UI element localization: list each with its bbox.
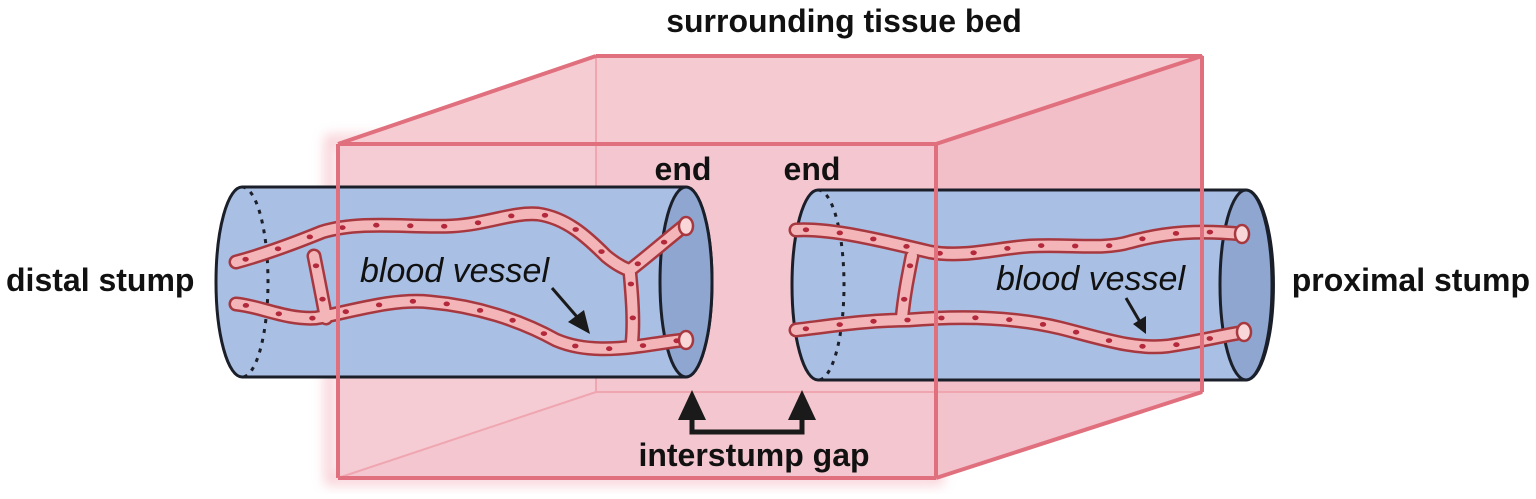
endothelial-cell (275, 311, 282, 317)
endothelial-cell (375, 302, 383, 308)
end-label-right: end (784, 151, 841, 187)
vessel-open-end (677, 215, 695, 237)
tissue-bed-label: surrounding tissue bed (666, 3, 1022, 39)
endothelial-cell (639, 343, 647, 348)
blood-vessel-label-right: blood vessel (996, 260, 1186, 298)
endothelial-cell (1038, 243, 1045, 249)
endothelial-cell (309, 315, 316, 321)
distal-tube-back-rim (241, 185, 270, 379)
endothelial-cell (627, 281, 635, 287)
endothelial-cell (407, 223, 414, 229)
blood-vessel-lumen (897, 251, 917, 323)
blood-vessel-lumen (309, 251, 331, 323)
gap-arrow-up-left-icon (678, 390, 706, 420)
vessel-open-end (1235, 321, 1253, 343)
endothelial-cell (339, 225, 346, 231)
proximal-tube-near-rim (817, 188, 846, 382)
endothelial-cell (903, 244, 910, 249)
interstump-gap-label: interstump gap (638, 437, 869, 473)
end-label-left: end (655, 151, 712, 187)
endothelial-cell (572, 227, 579, 232)
endothelial-cell (306, 234, 313, 240)
tissue-bed-top-face (338, 56, 1202, 144)
endothelial-cell (870, 318, 877, 324)
endothelial-cell (1139, 236, 1146, 242)
endothelial-cell (319, 296, 326, 302)
blood-vessel-lumen (625, 269, 638, 347)
endothelial-cell (572, 343, 579, 349)
endothelial-cell (409, 298, 417, 304)
blood-vessel-label-left: blood vessel (360, 252, 550, 290)
endothelial-cell (1004, 246, 1011, 251)
blood-vessel-lumen (791, 224, 1247, 259)
distal-stump-label: distal stump (6, 262, 194, 298)
endothelial-cell (441, 223, 448, 229)
blood-vessel-network (228, 206, 1253, 357)
pointer-arrow-left-shaft (550, 287, 580, 319)
interstump-gap-arrow (678, 390, 816, 435)
endothelial-cell (802, 227, 810, 233)
endothelial-cell (970, 250, 977, 256)
endothelial-cell (1172, 231, 1180, 236)
endothelial-cell (242, 256, 249, 262)
endothelial-cell (373, 222, 380, 228)
pointer-arrowhead-icon (1133, 316, 1146, 334)
pointer-arrow-right-shaft (1124, 297, 1142, 323)
gap-arrow-up-right-icon (788, 390, 816, 420)
endothelial-cell (508, 213, 515, 219)
endothelial-cell (673, 338, 680, 344)
endothelial-cell (1072, 243, 1079, 249)
endothelial-cell (1072, 329, 1080, 335)
endothelial-cell (274, 246, 282, 252)
endothelial-cell (474, 220, 482, 226)
endothelial-cell (972, 315, 979, 321)
tissue-bed-hidden-edge (337, 391, 597, 479)
gap-bracket-line (689, 418, 805, 435)
tissue-bed-edge (337, 54, 597, 146)
tissue-bed-edge (935, 390, 1203, 480)
endothelial-cell (660, 239, 668, 245)
endothelial-cell (1206, 229, 1214, 235)
vessel-pointer-arrows (550, 287, 1146, 334)
endothelial-cell (634, 261, 641, 267)
endothelial-cell (598, 249, 605, 255)
endothelial-cell (901, 296, 908, 302)
endothelial-cell (802, 326, 810, 332)
endothelial-cell (629, 315, 636, 321)
endothelial-cell (1105, 338, 1113, 343)
endothelial-cell (1006, 317, 1013, 323)
endothelial-cell (509, 317, 516, 323)
endothelial-cell (342, 309, 349, 315)
tissue-bed-front-edges (336, 54, 1204, 480)
endothelial-cell (476, 308, 484, 313)
tissue-bed-edge (935, 54, 1203, 146)
endothelial-cell (540, 331, 548, 336)
endothelial-cell (606, 346, 613, 352)
endothelial-cell (836, 230, 843, 236)
endothelial-cell (1106, 243, 1113, 249)
endothelial-cell (312, 263, 320, 269)
endothelial-cell (938, 315, 945, 321)
endothelial-cell (836, 322, 843, 327)
endothelial-cell (1206, 336, 1214, 341)
proximal-tube-end-face (1218, 188, 1274, 382)
endothelial-cell (1139, 343, 1146, 349)
endothelial-cell (1173, 342, 1180, 348)
endothelial-cell (1039, 322, 1047, 327)
endothelial-cell (906, 263, 914, 269)
endothelial-cell (936, 250, 943, 256)
endothelial-cell (870, 236, 877, 242)
proximal-stump-label: proximal stump (1292, 262, 1530, 298)
endothelial-cell (443, 301, 450, 307)
pointer-arrowhead-icon (568, 310, 590, 334)
vessel-open-end (677, 329, 695, 351)
endothelial-cell (242, 303, 250, 308)
endothelial-cell (541, 212, 549, 218)
vessel-open-end (1233, 223, 1251, 245)
endothelial-cell (904, 317, 911, 323)
